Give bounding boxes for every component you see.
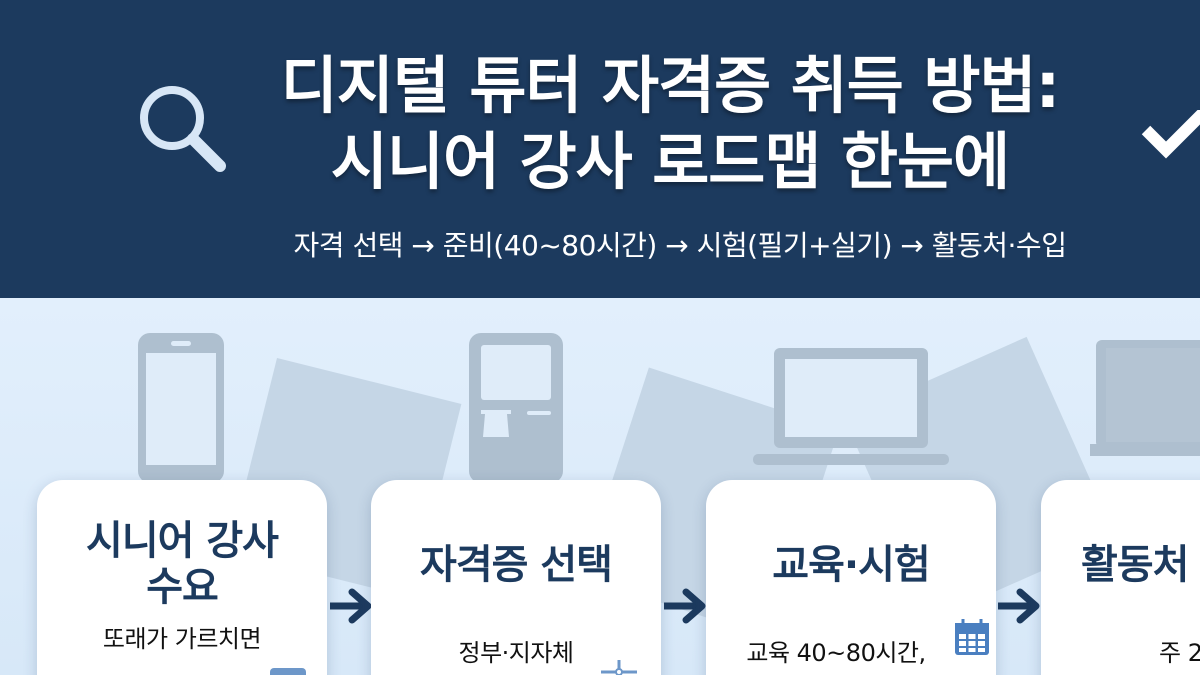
title-line-1: 디지털 튜터 자격증 취득 방법: [280, 49, 1061, 122]
step-title-line-1: 시니어 강사 [86, 518, 279, 564]
step-card-education-exam: 교육·시험 교육 40~80시간, [706, 480, 996, 675]
monitor-icon [1090, 340, 1200, 456]
step-title: 활동처 [1081, 542, 1189, 588]
step-title: 자격증 선택 [420, 542, 613, 588]
search-icon [140, 86, 226, 172]
calendar-icon [955, 619, 989, 655]
kiosk-icon [469, 333, 563, 483]
header-banner: 디지털 튜터 자격증 취득 방법: 시니어 강사 로드맵 한눈에 자격 선택 →… [0, 0, 1200, 298]
title-line-2: 시니어 강사 로드맵 한눈에 [330, 125, 1010, 198]
step-card-workplace: 활동처 주 2~ [1041, 480, 1200, 675]
step-card-senior-demand: 시니어 강사 수요 또래가 가르치면 [37, 480, 327, 675]
step-title-line-2: 수요 [146, 564, 219, 610]
step-text: 또래가 가르치면 [102, 625, 262, 653]
arrow-right-icon [664, 588, 706, 624]
step-text: 주 2~ [1159, 639, 1200, 667]
scale-icon [601, 660, 637, 675]
step-text: 정부·지자체 [458, 639, 574, 667]
step-card-choose-certificate: 자격증 선택 정부·지자체 [371, 480, 661, 675]
step-title: 교육·시험 [772, 542, 930, 588]
arrow-right-icon [998, 588, 1040, 624]
badge-icon [270, 668, 306, 675]
roadmap-subtitle: 자격 선택 → 준비(40~80시간) → 시험(필기+실기) → 활동처·수입 [293, 229, 1067, 262]
laptop-icon [753, 348, 949, 465]
arrow-right-icon [330, 588, 372, 624]
step-title: 시니어 강사 수요 [37, 518, 327, 610]
check-icon [1141, 110, 1200, 159]
step-text: 교육 40~80시간, [746, 639, 926, 667]
smartphone-icon [138, 333, 224, 483]
roadmap-area: 시니어 강사 수요 또래가 가르치면 자격증 선택 정부·지자체 교육·시험 교… [0, 298, 1200, 675]
page-title: 디지털 튜터 자격증 취득 방법: 시니어 강사 로드맵 한눈에 [230, 48, 1110, 200]
